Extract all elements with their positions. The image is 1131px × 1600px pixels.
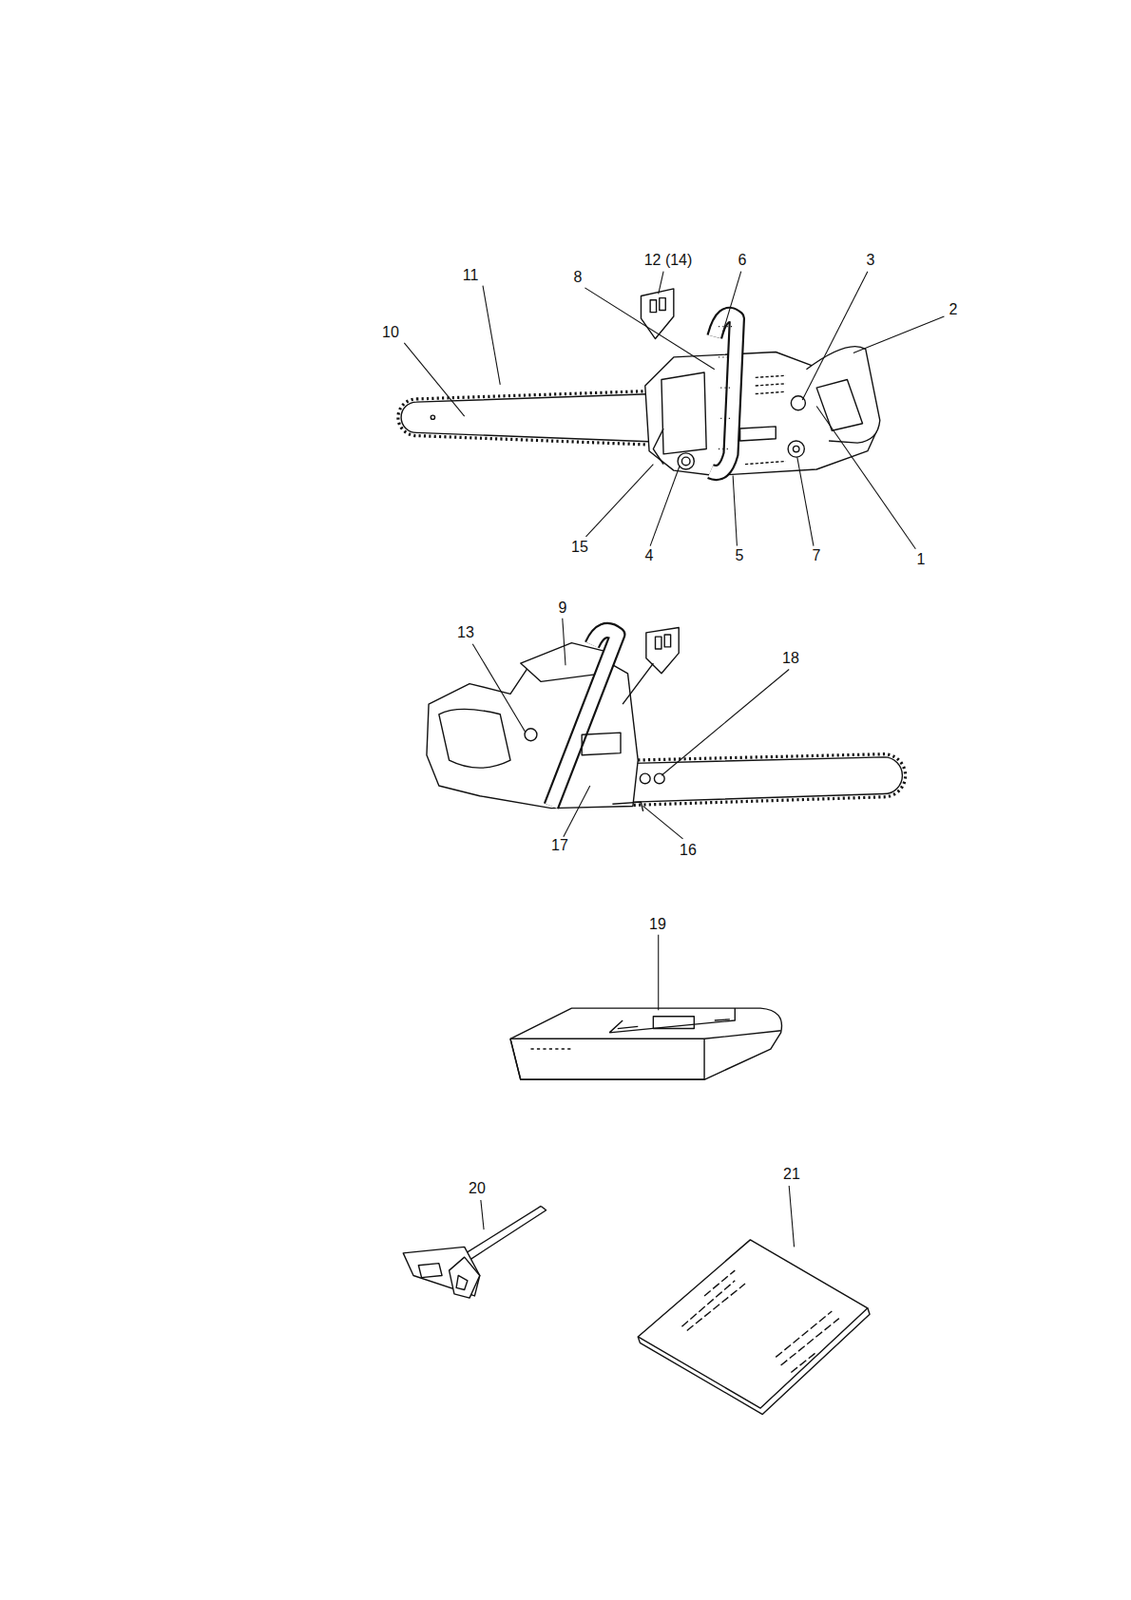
callout-number: 9: [558, 600, 568, 616]
instruction-manual: [637, 1240, 870, 1416]
callout-number: 1: [917, 552, 926, 568]
combination-wrench: [402, 1206, 546, 1299]
chainsaw-right-view: [426, 627, 906, 811]
chainsaw-left-view: [398, 288, 881, 477]
guide-bar-cover: [510, 1008, 782, 1080]
leader-lines: [403, 271, 944, 1248]
callout-number: 6: [738, 252, 748, 269]
callout-number: 20: [468, 1181, 486, 1197]
callout-number: 16: [679, 843, 697, 859]
callout-number: 7: [812, 548, 822, 564]
callout-number: 5: [735, 548, 745, 564]
callout-number: 13: [457, 625, 475, 641]
callout-number: 21: [783, 1167, 801, 1183]
callout-number: 2: [949, 302, 959, 318]
callout-number: 11: [462, 268, 480, 284]
callout-number: 12 (14): [644, 252, 693, 269]
callout-number: 8: [574, 269, 583, 286]
callout-number: 4: [645, 548, 654, 564]
callout-number: 3: [866, 252, 876, 269]
callout-number: 19: [649, 917, 667, 933]
callout-number: 10: [382, 325, 400, 341]
callout-number: 18: [782, 651, 800, 667]
callout-number: 17: [551, 838, 569, 854]
callout-number: 15: [571, 539, 589, 556]
